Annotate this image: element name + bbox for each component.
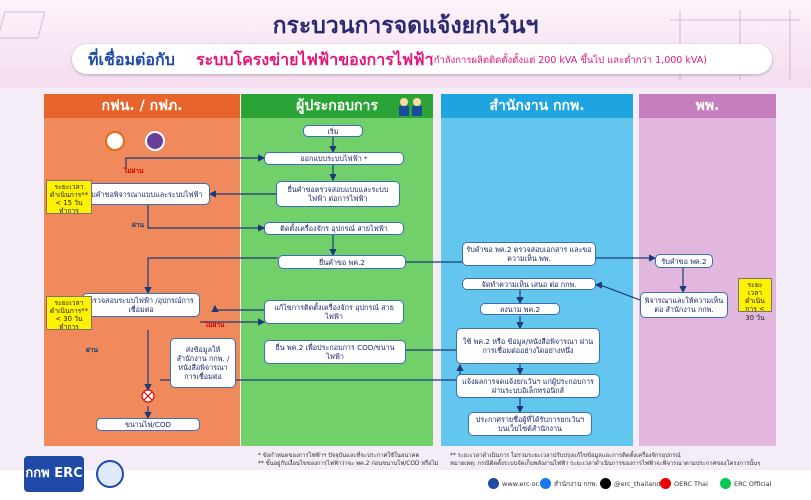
page-title: กระบวนการจดแจ้งยกเว้นฯ bbox=[272, 13, 539, 39]
flow-inspect: ตรวจสอบระบบไฟฟ้า /อุปกรณ์การเชื่อมต่อ bbox=[82, 293, 200, 317]
flow-erc-announce: ประกาศรายชื่อผู้ที่ได้รับการยกเว้นฯ บนเว… bbox=[468, 412, 592, 436]
footer-line-link[interactable]: ERC Official bbox=[720, 478, 771, 489]
mea-logo-icon bbox=[105, 131, 125, 151]
footer-youtube-link[interactable]: OERC Thai bbox=[660, 478, 708, 489]
note-2: ** ขั้นอยู่กับเงื่อนไขของการไฟฟ้าว่าจะ พ… bbox=[258, 461, 439, 468]
flow-install: ติดตั้งเครื่องจักร อุปกรณ์ สายไฟฟ้า bbox=[264, 222, 404, 235]
x-icon bbox=[600, 478, 611, 489]
note-3: ** ระยะเวลาดำเนินการ ไม่รวมระยะเวลาปรับป… bbox=[450, 453, 681, 459]
youtube-icon bbox=[660, 478, 671, 489]
flow-erc-register: ลงนาม พค.2 bbox=[480, 303, 560, 315]
flow-erc-receive: รับคำขอ พค.2 ตรวจสอบเอกสาร และขอความเห็น… bbox=[462, 242, 596, 266]
flow-submit-review: ยื่นคำขอตรวจสอบแบบและระบบไฟฟ้า ต่อการไฟฟ… bbox=[276, 181, 400, 207]
column-dede bbox=[639, 94, 776, 446]
notes-left: * ข้อกำหนดของการไฟฟ้าฯ ปัจจุบันและที่จะป… bbox=[258, 452, 448, 468]
flow-send-info: ส่งข้อมูลให้ สำนักงาน กกพ. / หนังสือพิจา… bbox=[170, 338, 236, 388]
label-fail-2: ไม่ผ่าน bbox=[205, 321, 225, 329]
globe-logo-icon bbox=[96, 460, 124, 488]
flow-dede-consider: พิจารณาและให้ความเห็น ต่อ สำนักงาน กกพ. bbox=[640, 292, 728, 318]
flow-submit-pk2: ยื่นคำขอ พค.2 bbox=[278, 255, 406, 269]
timing-badge-30: ระยะเวลาดำเนินการ** < 30 วันทำการ bbox=[46, 296, 92, 331]
flow-dede-receive: รับคำขอ พค.2 bbox=[655, 254, 713, 268]
web-icon bbox=[488, 478, 499, 489]
footer-website-link[interactable]: www.erc.or.th bbox=[488, 478, 546, 489]
note-1: * ข้อกำหนดของการไฟฟ้าฯ ปัจจุบันและที่จะป… bbox=[258, 453, 420, 459]
subtitle-part3: (กำลังการผลิตติดตั้งตั้งแต่ 200 kVA ขึ้น… bbox=[430, 55, 707, 66]
flow-erc-use: ใช้ พค.2 หรือ ข้อมูล/หนังสือพิจารณา ผ่าน… bbox=[456, 328, 600, 364]
subtitle-part2: ระบบโครงข่ายไฟฟ้าของการไฟฟ้า bbox=[196, 50, 434, 69]
label-pass-2: ผ่าน bbox=[86, 346, 98, 354]
pea-logo-icon bbox=[145, 131, 165, 151]
label-pass-1: ผ่าน bbox=[132, 221, 144, 229]
subtitle-part1: ที่เชื่อมต่อกับ bbox=[88, 50, 175, 69]
flow-erc-opinion: จัดทำความเห็น เสนอ ต่อ กกพ. bbox=[462, 278, 596, 290]
timing-badge-15: ระยะเวลาดำเนินการ** < 15 วันทำการ bbox=[46, 180, 92, 215]
flow-consider-design: รับคำขอพิจารณาแบบและระบบไฟฟ้า bbox=[80, 183, 210, 205]
flow-fix: แก้ไขการติดตั้งเครื่องจักร อุปกรณ์ สายไฟ… bbox=[264, 300, 404, 324]
column-header-dede: พพ. bbox=[639, 94, 776, 118]
flow-design: ออกแบบระบบไฟฟ้า * bbox=[264, 152, 404, 165]
erc-logo: กกพ ERC bbox=[24, 456, 84, 492]
flow-start: เริ่ม bbox=[303, 125, 363, 137]
footer-x-link[interactable]: @erc_thailand bbox=[600, 478, 660, 489]
column-header-erc: สำนักงาน กกพ. bbox=[441, 94, 633, 118]
facebook-icon bbox=[540, 478, 551, 489]
subtitle-bar bbox=[72, 44, 772, 74]
note-4: หมายเหตุ: กรณีติดตั้งระบบจัดเก็บพลังงานไ… bbox=[450, 461, 761, 468]
notes-right: ** ระยะเวลาดำเนินการ ไม่รวมระยะเวลาปรับป… bbox=[450, 452, 790, 468]
footer-bar bbox=[0, 470, 811, 500]
line-icon bbox=[720, 478, 731, 489]
flow-cod-end: ขนานไฟ/COD bbox=[96, 418, 200, 431]
column-header-pea-mea: กฟน. / กฟภ. bbox=[44, 94, 240, 118]
timing-badge-dede: ระยะเวลาดำเนินการ < 30 วัน bbox=[738, 278, 772, 322]
flow-submit-cod: ยื่น พค.2 เพื่อประกอบการ COD/ขนานไฟฟ้า bbox=[264, 340, 406, 364]
people-icon bbox=[396, 96, 426, 116]
footer-facebook-link[interactable]: สำนักงาน กกพ. bbox=[540, 478, 598, 489]
label-fail-1: ไม่ผ่าน bbox=[124, 167, 144, 175]
flow-erc-notify: แจ้งผลการจดแจ้งยกเว้นฯ แก่ผู้ประกอบการ ผ… bbox=[456, 374, 600, 398]
